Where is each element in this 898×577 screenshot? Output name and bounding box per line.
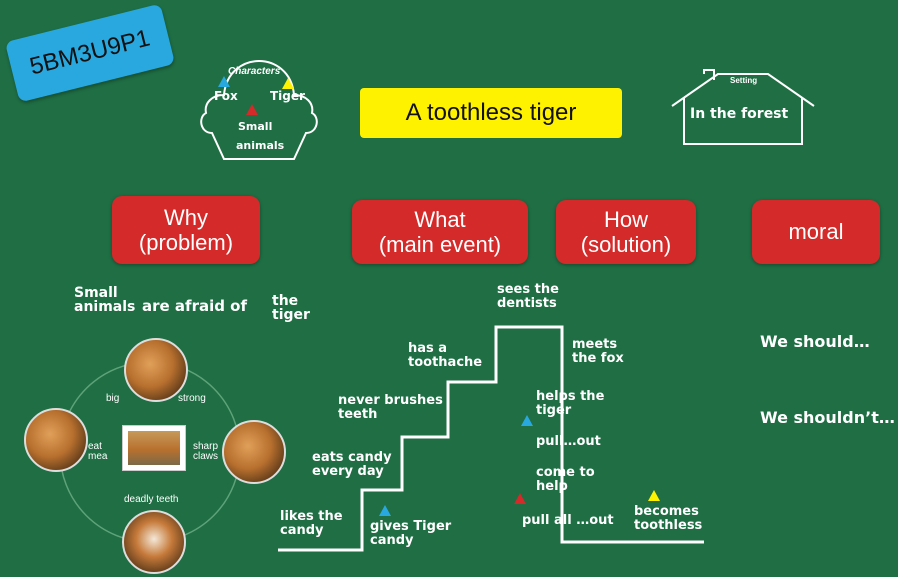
how-title: How (603, 206, 648, 232)
character-animals: animals (236, 139, 285, 152)
tiger-photo-right (222, 420, 286, 484)
event-helps: helps the (536, 389, 605, 404)
event-meets: meets (572, 337, 618, 352)
event-sees: sees the (497, 282, 559, 297)
tiger-triangle-icon (648, 490, 660, 501)
fox-triangle-icon (379, 505, 391, 516)
event-never: never brushes (338, 393, 443, 408)
problem-small: Small (74, 285, 118, 301)
event-pull-out: pull…out (536, 434, 601, 449)
moral-should: We should… (760, 332, 870, 351)
event-help: help (536, 479, 568, 494)
event-candy: candy (280, 523, 324, 538)
yellow-triangle-icon (282, 78, 294, 89)
problem-afraid: are afraid of (142, 297, 248, 315)
character-fox: Fox (214, 89, 238, 103)
story-staircase (278, 325, 704, 552)
why-header: Why (problem) (112, 196, 260, 264)
setting-house-icon (671, 69, 815, 145)
what-subtitle: (main event) (378, 232, 502, 257)
character-small: Small (238, 120, 273, 133)
event-has: has a (408, 341, 448, 356)
tiger-photo-bottom (122, 510, 186, 574)
feature-big: big (106, 393, 120, 404)
feature-eat: eat (88, 441, 102, 452)
problem-tiger: tiger (272, 307, 310, 323)
how-subtitle: (solution) (580, 232, 672, 257)
what-header: What (main event) (352, 200, 528, 264)
blue-triangle-icon (218, 76, 230, 87)
event-toothless: toothless (634, 518, 703, 533)
event-come: come to (536, 465, 595, 480)
tiger-photo-center (122, 425, 186, 471)
characters-heading: Characters (228, 66, 281, 77)
moral-header: moral (752, 200, 880, 264)
event-helps-tiger: tiger (536, 403, 572, 418)
moral-shouldnt: We shouldn’t… (760, 408, 895, 427)
moral-title: moral (788, 219, 844, 245)
feature-strong: strong (178, 393, 206, 404)
red-triangle-icon (246, 104, 258, 115)
event-every-day: every day (312, 464, 384, 479)
tiger-photo-left (24, 408, 88, 472)
problem-animals: animals (74, 299, 136, 315)
feature-deadly-teeth: deadly teeth (124, 494, 179, 505)
setting-place: In the forest (690, 106, 789, 122)
animals-triangle-icon (514, 493, 526, 504)
event-becomes: becomes (634, 504, 699, 519)
character-tiger: Tiger (270, 89, 305, 103)
feature-meat: mea (88, 451, 108, 462)
fox-helper-triangle-icon (521, 415, 533, 426)
event-gives: gives Tiger (370, 519, 452, 534)
event-dentists: dentists (497, 296, 557, 311)
event-toothache: toothache (408, 355, 483, 370)
event-pull-all-out: pull all …out (522, 513, 614, 528)
story-title: A toothless tiger (360, 88, 622, 138)
event-eats: eats candy (312, 450, 392, 465)
characters-cupcake-icon (200, 59, 318, 160)
what-title: What (414, 206, 466, 232)
setting-heading: Setting (730, 76, 758, 85)
feature-sharp: sharp (193, 441, 219, 452)
event-the-fox: the fox (572, 351, 624, 366)
how-header: How (solution) (556, 200, 696, 264)
why-subtitle: (problem) (138, 230, 234, 255)
code-tag: 5BM3U9P1 (4, 3, 176, 103)
why-title: Why (164, 204, 208, 230)
event-teeth: teeth (338, 407, 378, 422)
feature-claws: claws (193, 451, 219, 462)
problem-the: the (272, 293, 299, 309)
tiger-photo-top (124, 338, 188, 402)
event-likes: likes the (280, 509, 343, 524)
event-gives-candy: candy (370, 533, 414, 548)
